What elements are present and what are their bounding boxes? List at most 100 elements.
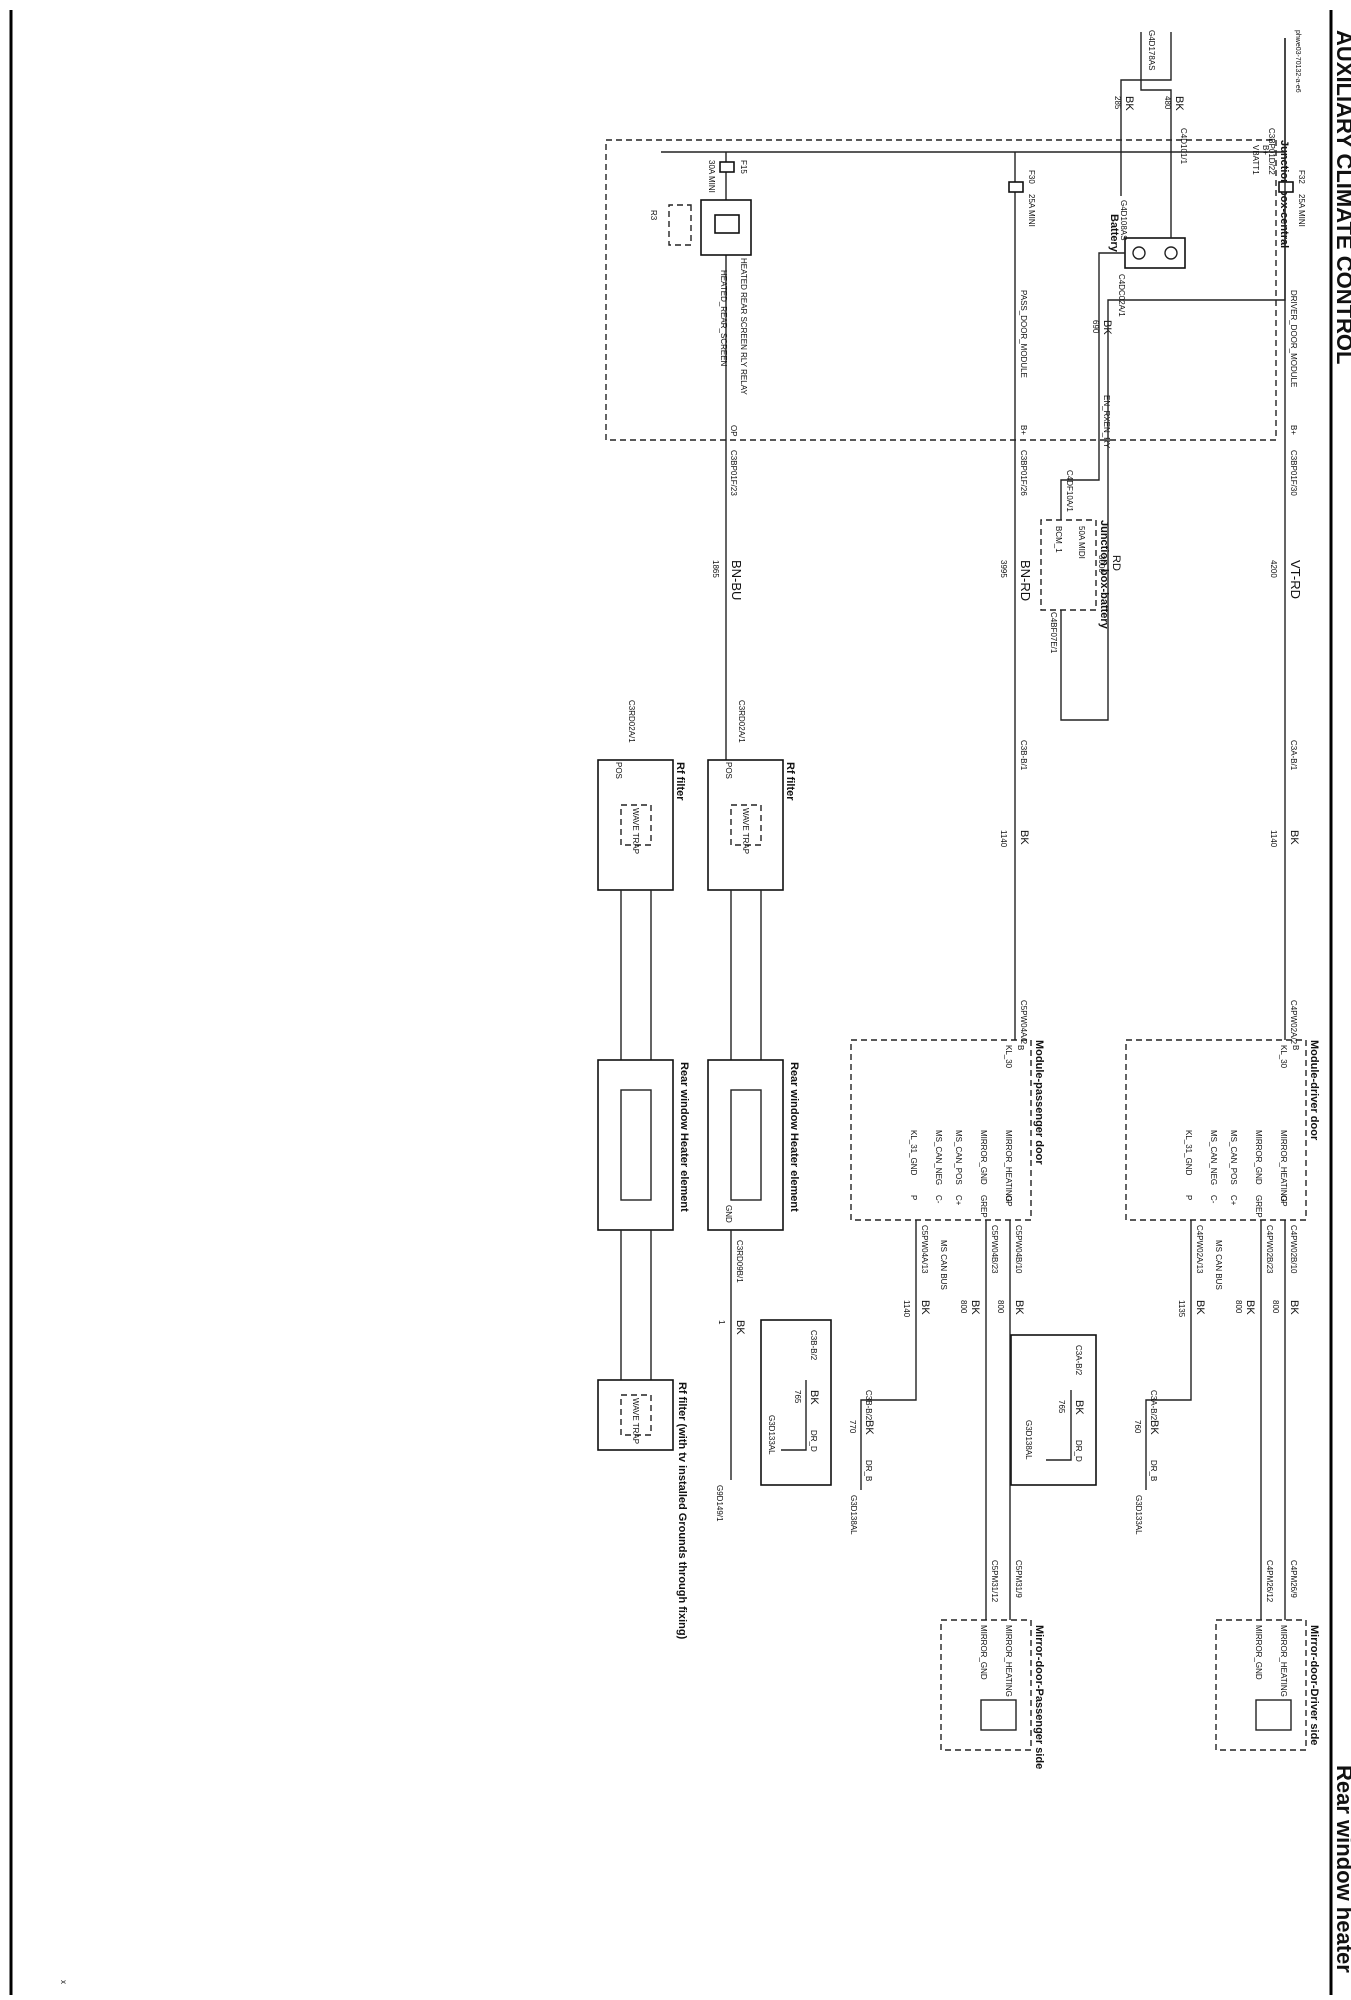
module-pass-mirror-heating: MIRROR_HEATING	[1004, 1130, 1013, 1202]
module-driver-op: OP	[1279, 1195, 1288, 1207]
rf-filter-1	[707, 759, 784, 891]
module-pass-p: P	[909, 1195, 918, 1200]
rf-filter-ground-label: Rf filter (with tv installed Grounds thr…	[676, 1382, 688, 1640]
module-pass-kl31: KL_31_GND	[909, 1130, 918, 1176]
fuse-f30-rating: 25A MINI	[1027, 194, 1036, 227]
driver-box-conn: C3A-B/2	[1074, 1345, 1083, 1376]
mirror-driver-element	[1255, 1699, 1292, 1731]
mirror-driver-group: Mirror-door-Driver side MIRROR_HEATING M…	[1215, 1560, 1320, 1751]
fuse-f30	[1008, 181, 1024, 193]
pass-conn-heat: C5PW04B/10	[1014, 1225, 1023, 1274]
driver-conn-mgnd: C4PW02B/23	[1265, 1225, 1274, 1274]
pass-ground-wire-num: 770	[848, 1420, 857, 1434]
jb-battery-outline	[1040, 519, 1097, 611]
module-pass-can: MS CAN BUS	[939, 1240, 948, 1290]
module-driver-can: MS CAN BUS	[1214, 1240, 1223, 1290]
pass-kl31-wire	[860, 1220, 917, 1490]
module-passenger-door: Module-passenger door B KL_30 MIRROR_HEA…	[850, 1039, 1045, 1620]
module-driver-label: Module-driver door	[1308, 1040, 1320, 1141]
driver-conn-kl31: C4PW02A/13	[1195, 1225, 1204, 1274]
page-mark: x	[59, 1980, 68, 1984]
driver-conn-heat: C4PW02B/10	[1289, 1225, 1298, 1274]
pass-ground-box-wire	[781, 1380, 807, 1451]
mirror-pass-label: Mirror-door-Passenger side	[1033, 1625, 1045, 1769]
mirror-pass-conn-heat: C5PM31/9	[1014, 1560, 1023, 1598]
fuse-f30-label: F30	[1027, 170, 1036, 184]
battery-label: Battery	[1108, 214, 1120, 253]
battery-pos-wire-num: 690	[1091, 320, 1100, 334]
pass-wire-a-color: BK	[1018, 830, 1030, 845]
driver-ground-label: G3D133AL	[1134, 1495, 1143, 1535]
jb-out-screen: HEATED_REAR_SCREEN	[719, 270, 728, 367]
pass-conn-mgnd: C5PW04B/23	[990, 1225, 999, 1274]
module-driver-mirror-gnd: MIRROR_GND	[1254, 1130, 1263, 1185]
module-driver-c-neg: C-	[1209, 1195, 1218, 1204]
heater-element-2	[597, 1059, 674, 1231]
driver-box-wire-num: 765	[1057, 1400, 1066, 1414]
mirror-pass-group: Mirror-door-Passenger side MIRROR_HEATIN…	[940, 1560, 1045, 1769]
rf-filter-ground	[597, 1379, 674, 1451]
rd-wire-num: 3000	[1097, 555, 1106, 573]
driver-wire-a-color: BK	[1288, 830, 1300, 845]
pass-box-wire-num: 765	[793, 1390, 802, 1404]
pass-ground-wire-color: BK	[863, 1420, 875, 1435]
pass-mgnd-num: 800	[959, 1300, 968, 1314]
battery-neg-wire	[1140, 32, 1172, 238]
relay-label: HEATED REAR SCREEN RLY RELAY	[739, 258, 748, 395]
module-driver-ms-can-neg: MS_CAN_NEG	[1209, 1130, 1218, 1185]
rf-filter-2-conn: C3RD02A/1	[627, 700, 636, 743]
ground-g4d178as: G4D178AS	[1147, 30, 1156, 70]
driver-conn-a: C3A-B/1	[1289, 740, 1298, 771]
screen-wire-color: BN-BU	[729, 560, 744, 600]
heater-1-grid	[730, 1089, 762, 1201]
pass-kl31-color: BK	[919, 1300, 931, 1315]
rf-filter-2-pos: POS	[614, 762, 623, 779]
module-pass-mirror-gnd: MIRROR_GND	[979, 1130, 988, 1185]
jb-driver-pin: B+	[1289, 425, 1298, 435]
rf-filter-2	[597, 759, 674, 891]
jb-central-bplus: B+	[1261, 145, 1270, 155]
jb-battery-fuse: 50A MIDI	[1077, 526, 1086, 559]
jb-screen-pin: OP	[729, 425, 738, 437]
fuse-f32-rating: 25A MINI	[1297, 194, 1306, 227]
rf-filter-2-trap	[620, 804, 652, 846]
module-pass-grep: GREP	[979, 1195, 988, 1218]
rf-filter-ground-trap-label: WAVE TRAP	[631, 1398, 640, 1444]
module-driver-grep: GREP	[1254, 1195, 1263, 1218]
pass-conn-kl31: C5PW04A/13	[920, 1225, 929, 1274]
module-pass-op: OP	[1004, 1195, 1013, 1207]
driver-wire-a-num: 1140	[1269, 830, 1278, 848]
relay-coil	[714, 214, 740, 234]
battery-symbol	[1124, 237, 1186, 269]
module-driver-door: Module-driver door B KL_30 MIRROR_HEATIN…	[1125, 1039, 1320, 1620]
driver-heat-num: 800	[1271, 1300, 1280, 1314]
doc-code: phwe03-70132-a-e6	[1294, 30, 1301, 93]
battery-pos-conn: C4DC02A/1	[1117, 274, 1126, 317]
pass-heat-num: 800	[996, 1300, 1005, 1314]
driver-mgnd-num: 800	[1234, 1300, 1243, 1314]
heater-ground: G9D149/1	[715, 1485, 724, 1522]
driver-wire-color: VT-RD	[1288, 560, 1303, 599]
jb-battery-label: Junction box-battery	[1098, 520, 1110, 630]
driver-ground-group: C3A-B/2 BK 760 DR_B G3D133AL C3A-B/2 BK …	[1010, 1334, 1160, 1535]
module-pass-ms-can-neg: MS_CAN_NEG	[934, 1130, 943, 1185]
mirror-pass-heat: MIRROR_HEATING	[1004, 1625, 1013, 1697]
jb-battery-conn-out: C4BF07E/1	[1049, 612, 1058, 654]
resistor-r3-label: R3	[649, 210, 658, 221]
driver-ground-box	[1010, 1334, 1097, 1486]
battery-neg-terminal	[1164, 246, 1178, 260]
rf-filter-1-pos: POS	[724, 762, 733, 779]
rf-filters-group: Rf filter POS WAVE TRAP C3RD02A/1 Rf fil…	[597, 700, 800, 1640]
rf-filter-1-conn: C3RD02A/1	[737, 700, 746, 743]
mirror-pass-gnd: MIRROR_GND	[979, 1625, 988, 1680]
pass-heat-color: BK	[1013, 1300, 1025, 1315]
heater-1-label: Rear window Heater element	[788, 1062, 800, 1212]
mirror-pass-outline	[940, 1619, 1032, 1751]
pass-ground-label: G3D138AL	[849, 1495, 858, 1535]
heater-1-gnd: GND	[724, 1205, 733, 1223]
battery-pos-wire-color: BK	[1101, 320, 1113, 335]
battery-gnd-wire	[1120, 32, 1172, 196]
driver-heat-color: BK	[1288, 1300, 1300, 1315]
driver-ground-wire-num: 760	[1133, 1420, 1142, 1434]
